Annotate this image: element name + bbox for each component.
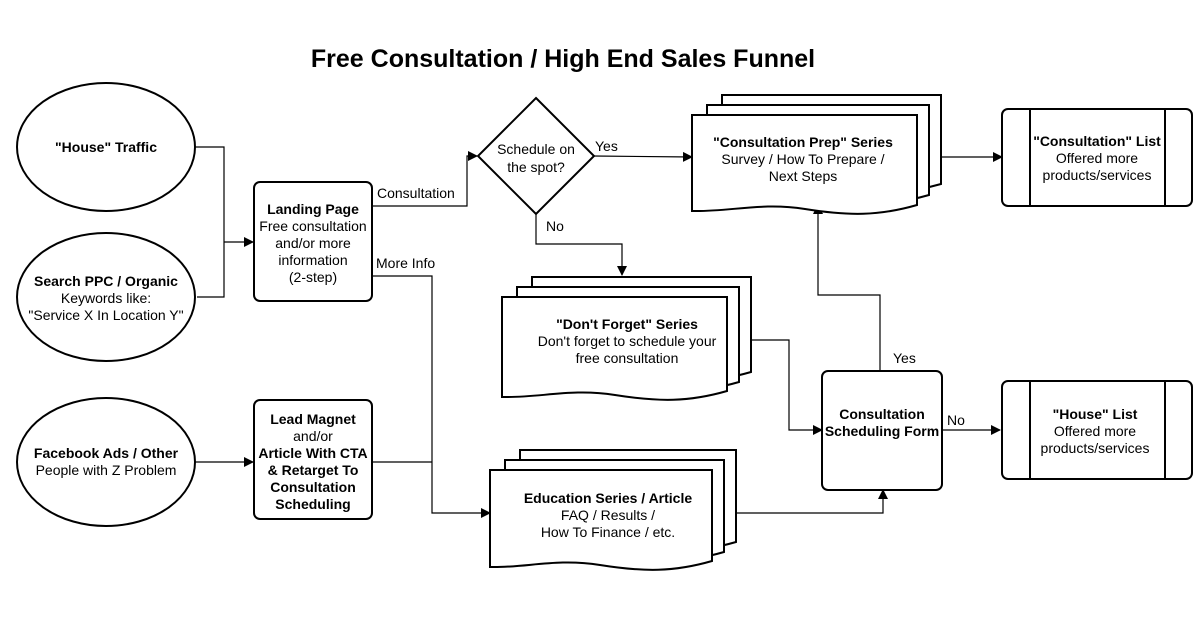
house-list-title: "House" List: [1053, 406, 1138, 422]
dont-forget-line-3: free consultation: [576, 350, 679, 366]
search-line-2: Keywords like:: [61, 290, 151, 306]
house-traffic-label: "House" Traffic: [55, 139, 157, 155]
consultation-list-box: "Consultation" List Offered more product…: [1001, 108, 1193, 207]
house-list-line-2: Offered more: [1054, 423, 1136, 439]
consultation-list-title: "Consultation" List: [1033, 133, 1161, 149]
label-more-info: More Info: [376, 255, 435, 271]
decision-line-1: Schedule on: [497, 141, 575, 157]
scheduling-form-box: Consultation Scheduling Form: [821, 370, 943, 491]
consultation-prep-series: "Consultation Prep" Series Survey / How …: [691, 94, 942, 215]
dont-forget-title: "Don't Forget" Series: [556, 316, 698, 332]
connectors: [195, 146, 1003, 518]
lead-magnet-line-6: Scheduling: [275, 496, 350, 512]
landing-page-line-4: information: [278, 252, 347, 268]
label-yes-decision: Yes: [595, 138, 618, 154]
landing-page-line-5: (2-step): [289, 269, 337, 285]
label-consultation: Consultation: [377, 185, 455, 201]
connector-sources-merge: [195, 146, 225, 298]
consultation-prep-title: "Consultation Prep" Series: [713, 134, 893, 150]
connector-decision-no: [535, 214, 627, 276]
lead-magnet-line-5: Consultation: [270, 479, 356, 495]
scheduling-form-line-2: Scheduling Form: [825, 423, 939, 439]
facebook-line-2: People with Z Problem: [36, 462, 177, 478]
facebook-title: Facebook Ads / Other: [34, 445, 179, 461]
connector-decision-yes: [592, 151, 693, 162]
label-no-decision: No: [546, 218, 564, 234]
decision-line-2: the spot?: [507, 159, 565, 175]
search-title: Search PPC / Organic: [34, 273, 178, 289]
source-house-traffic: "House" Traffic: [16, 82, 196, 212]
decision-diamond: Schedule on the spot?: [476, 96, 596, 216]
connector-form-yes: [813, 204, 881, 371]
lead-magnet-line-3: Article With CTA: [258, 445, 367, 461]
label-no-form: No: [947, 412, 965, 428]
landing-page-line-3: and/or more: [275, 235, 351, 251]
dont-forget-series: "Don't Forget" Series Don't forget to sc…: [501, 276, 752, 401]
education-line-2: FAQ / Results /: [561, 507, 655, 523]
source-facebook: Facebook Ads / Other People with Z Probl…: [16, 397, 196, 527]
house-list-box: "House" List Offered more products/servi…: [1001, 380, 1193, 480]
consultation-list-line-3: products/services: [1043, 167, 1152, 183]
consultation-prep-line-3: Next Steps: [769, 168, 837, 184]
consultation-list-line-2: Offered more: [1056, 150, 1138, 166]
consultation-prep-line-2: Survey / How To Prepare /: [721, 151, 884, 167]
house-list-line-3: products/services: [1041, 440, 1150, 456]
source-search: Search PPC / Organic Keywords like: "Ser…: [16, 232, 196, 362]
landing-page-title: Landing Page: [267, 201, 359, 217]
connector-dont-forget-to-form: [752, 339, 823, 435]
education-line-3: How To Finance / etc.: [541, 524, 675, 540]
education-series: Education Series / Article FAQ / Results…: [489, 449, 737, 571]
diagram-title: Free Consultation / High End Sales Funne…: [311, 45, 815, 73]
landing-page-line-2: Free consultation: [259, 218, 366, 234]
lead-magnet-box: Lead Magnet and/or Article With CTA & Re…: [253, 399, 373, 520]
lead-magnet-line-4: & Retarget To: [268, 462, 359, 478]
lead-magnet-title: Lead Magnet: [270, 411, 356, 427]
lead-magnet-line-2: and/or: [293, 428, 333, 444]
connector-education-to-form: [730, 489, 888, 514]
landing-page-box: Landing Page Free consultation and/or mo…: [253, 181, 373, 302]
connector-consultation: [373, 151, 478, 207]
dont-forget-line-2: Don't forget to schedule your: [538, 333, 717, 349]
education-title: Education Series / Article: [524, 490, 693, 506]
search-line-3: "Service X In Location Y": [28, 307, 183, 323]
scheduling-form-line-1: Consultation: [839, 406, 925, 422]
connector-more-info: [373, 275, 491, 518]
label-yes-form: Yes: [893, 350, 916, 366]
